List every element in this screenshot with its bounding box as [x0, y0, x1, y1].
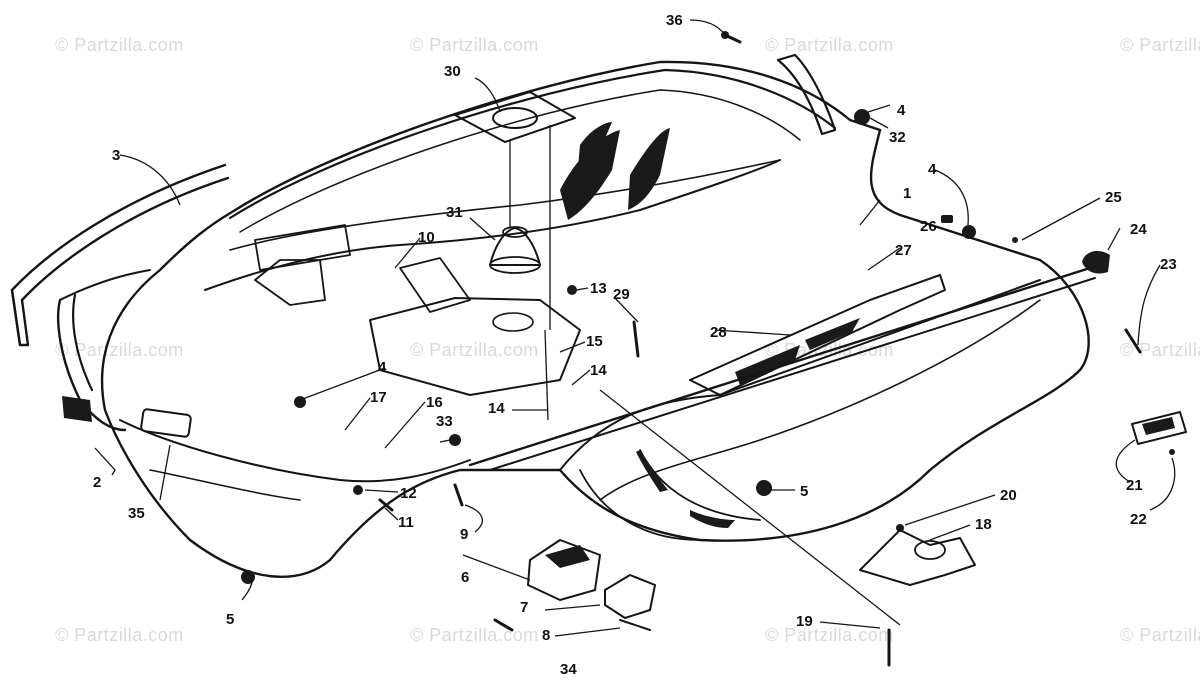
callout-10: 10 [418, 229, 435, 246]
nut-20 [896, 524, 904, 532]
callout-36: 36 [666, 12, 683, 29]
lens-35 [140, 408, 192, 438]
callout-25: 25 [1105, 189, 1122, 206]
bushing-26 [941, 215, 953, 223]
callout-9: 9 [460, 526, 469, 543]
nut-5 [756, 480, 772, 496]
screw-11 [378, 498, 394, 512]
callout-5-right: 5 [800, 483, 809, 500]
left-nose [119, 419, 471, 483]
callout-27: 27 [895, 242, 912, 259]
pin-29 [632, 320, 640, 358]
callout-35: 35 [128, 505, 145, 522]
nut-32 [854, 109, 870, 125]
callout-17: 17 [370, 389, 387, 406]
bumper-trim-2 [57, 298, 127, 432]
bracket-18 [859, 529, 976, 586]
screw-8 [619, 619, 651, 631]
callout-8: 8 [542, 627, 551, 644]
hood-outline [100, 60, 1090, 578]
callout-32: 32 [889, 129, 906, 146]
callout-16: 16 [426, 394, 443, 411]
callout-1: 1 [903, 185, 912, 202]
callout-15: 15 [586, 333, 603, 350]
screw-34 [493, 618, 514, 632]
nut-25 [1012, 237, 1018, 243]
callout-21: 21 [1126, 477, 1143, 494]
cover-24 [1082, 250, 1110, 274]
hood-top-rim-inner [239, 89, 801, 233]
trim-32 [776, 53, 837, 136]
screw-22 [1169, 449, 1175, 455]
dash-cutout-10 [399, 257, 471, 313]
callout-22: 22 [1130, 511, 1147, 528]
callout-14-right: 14 [590, 362, 607, 379]
callout-11: 11 [398, 514, 414, 531]
nut-4b [962, 225, 976, 239]
hood-top-rim [228, 68, 837, 220]
bolt-23 [1124, 328, 1142, 354]
windshield-vent-shading [560, 130, 620, 220]
callout-29: 29 [613, 286, 630, 303]
plate-21 [1131, 411, 1187, 445]
nut-33 [449, 434, 461, 446]
callout-18: 18 [975, 516, 992, 533]
windshield-trim-3 [10, 163, 230, 347]
nut-5b [241, 570, 255, 584]
callout-33: 33 [436, 413, 453, 430]
callout-24: 24 [1130, 221, 1147, 238]
nut-13 [567, 285, 577, 295]
callout-14-left: 14 [488, 400, 505, 417]
callout-19: 19 [796, 613, 813, 630]
boot-31 [489, 227, 541, 266]
callout-31: 31 [446, 204, 463, 221]
callout-2: 2 [93, 474, 102, 491]
callout-4-top: 4 [897, 102, 906, 119]
console-plate [369, 297, 581, 396]
callout-7: 7 [520, 599, 529, 616]
gasket-7 [604, 574, 656, 619]
callout-12: 12 [400, 485, 417, 502]
washer-12 [353, 485, 363, 495]
latch-6 [527, 539, 601, 601]
screw-9 [453, 483, 464, 507]
callout-26: 26 [920, 218, 937, 235]
callout-34: 34 [560, 661, 577, 678]
callout-13: 13 [590, 280, 607, 297]
callout-23: 23 [1160, 256, 1177, 273]
callout-4-right: 4 [928, 161, 937, 178]
callout-20: 20 [1000, 487, 1017, 504]
reflector-2 [62, 396, 92, 422]
callout-4-left: 4 [378, 359, 387, 376]
callout-3: 3 [112, 147, 121, 164]
callout-6: 6 [461, 569, 470, 586]
callout-28: 28 [710, 324, 727, 341]
callout-30: 30 [444, 63, 461, 80]
callout-5-left: 5 [226, 611, 235, 628]
rail-27 [468, 266, 1092, 467]
plate-30 [454, 91, 576, 143]
